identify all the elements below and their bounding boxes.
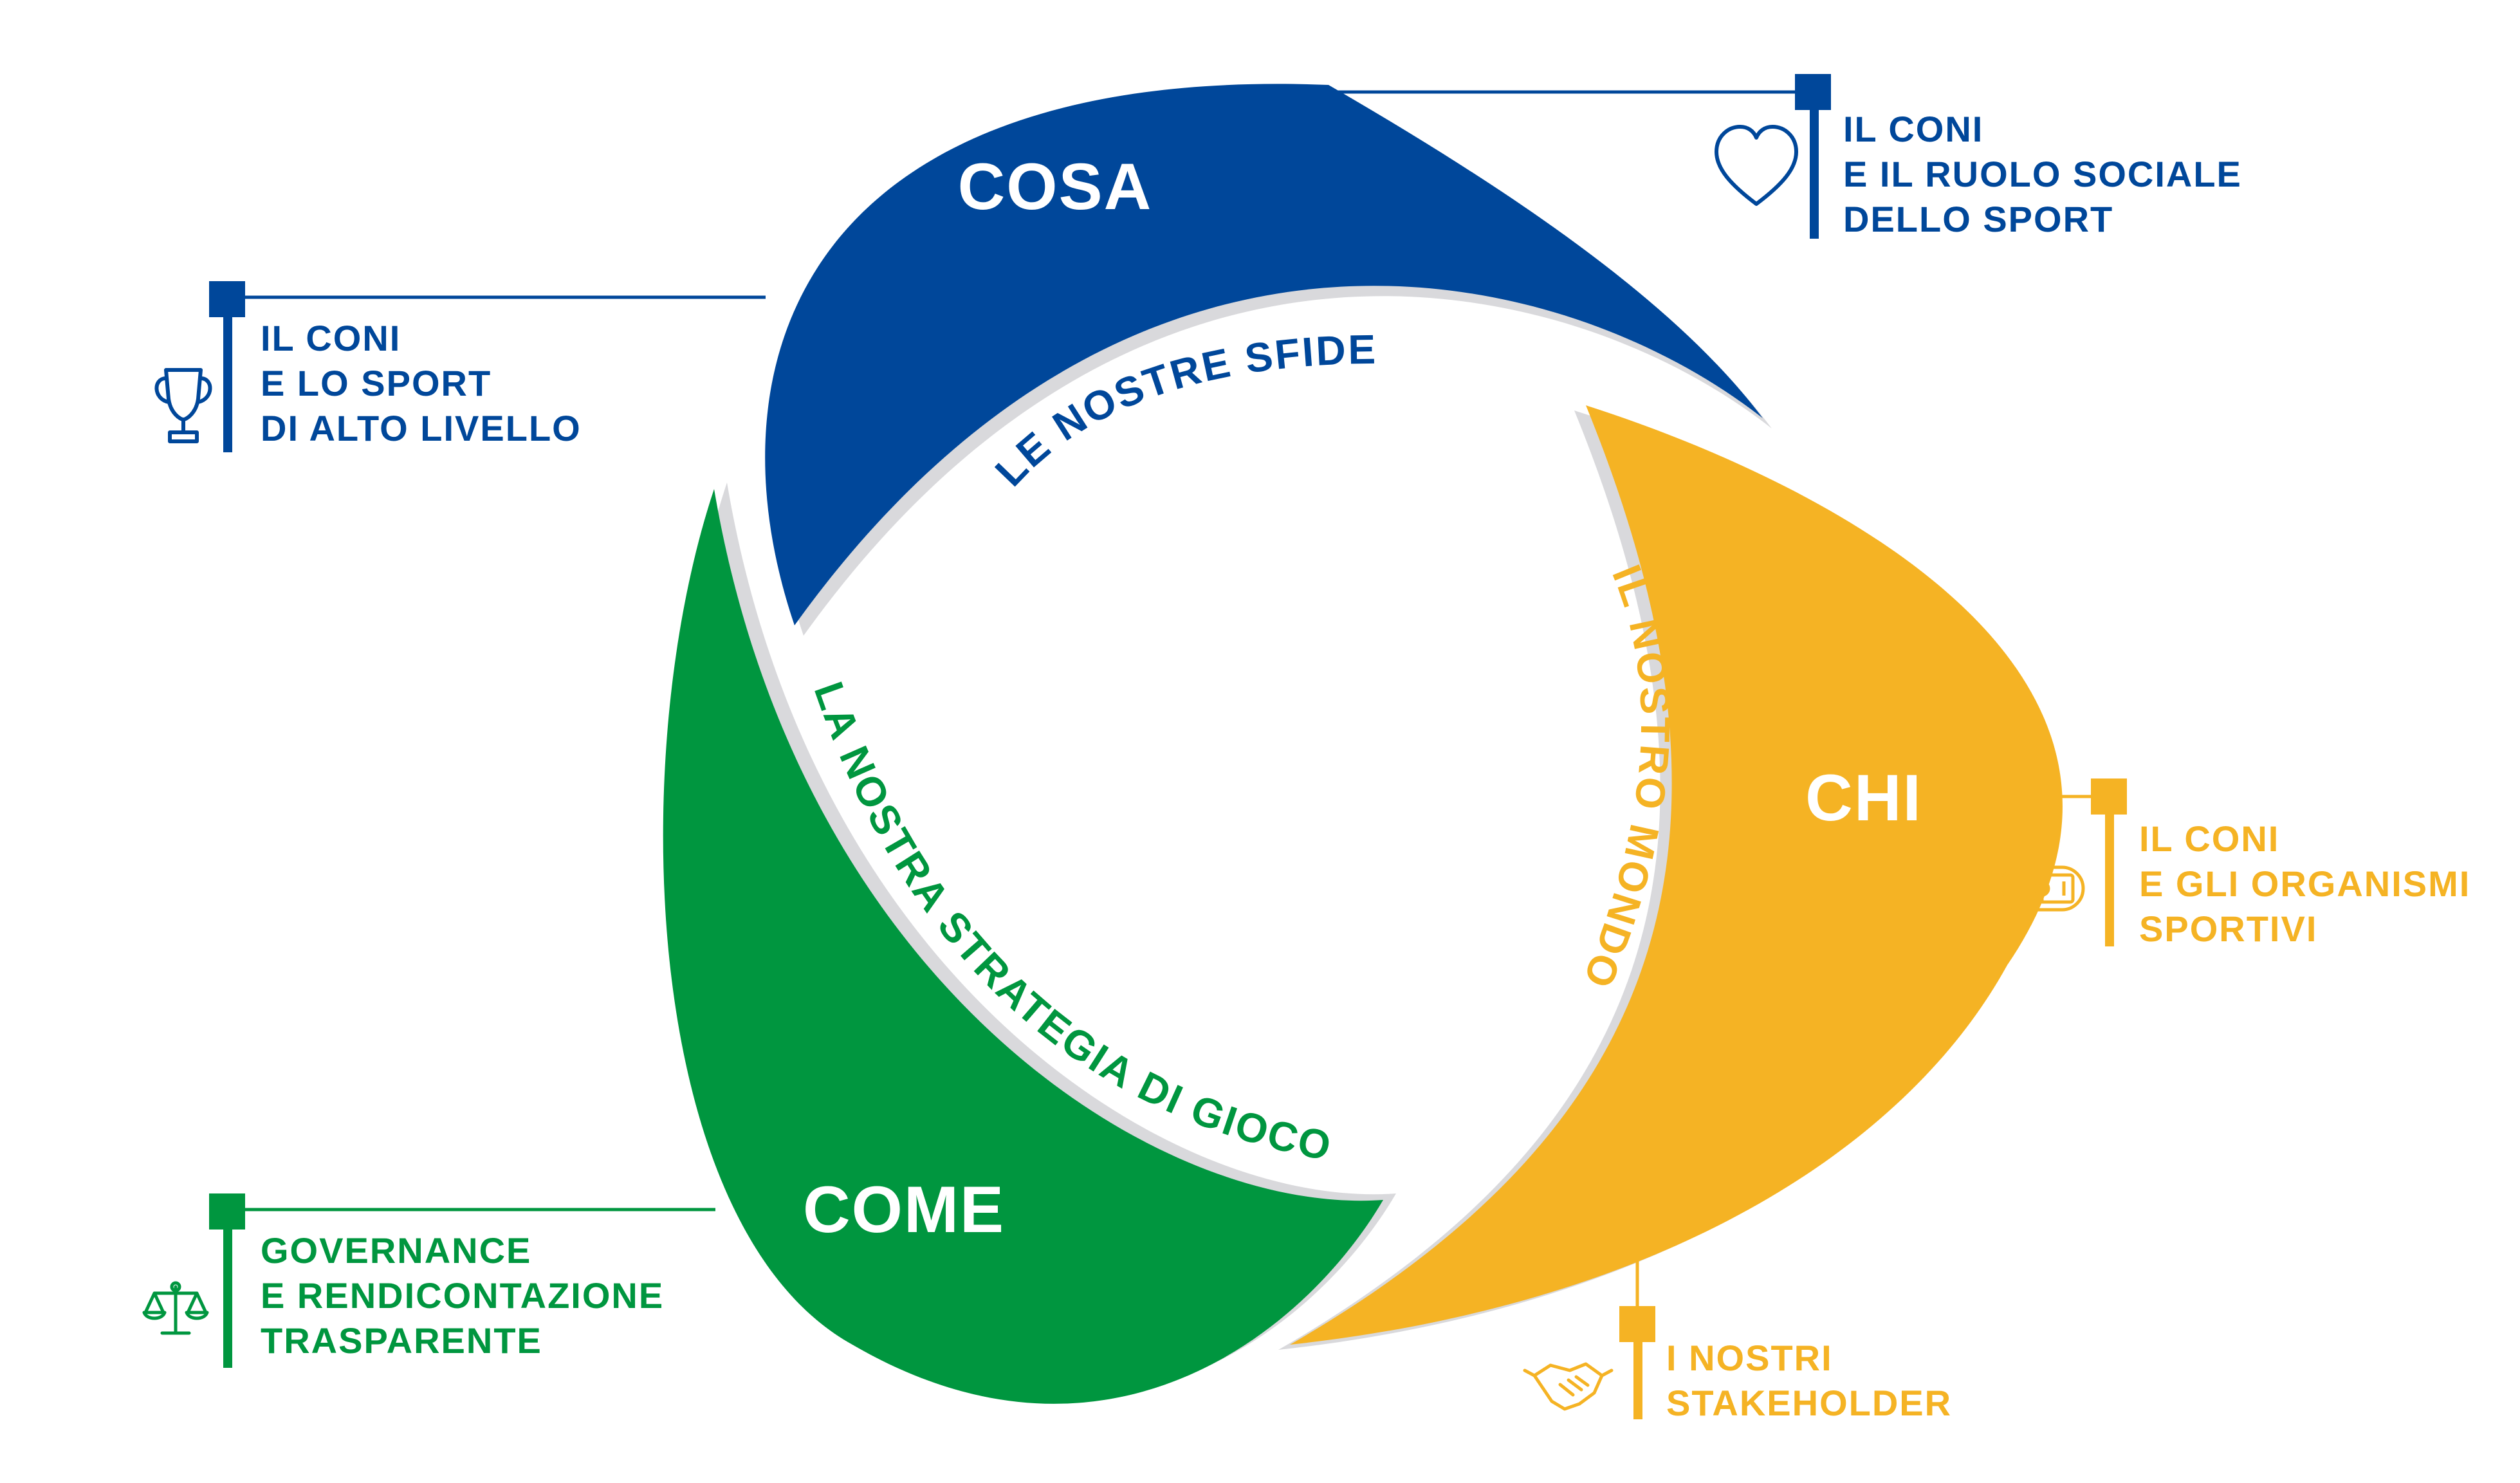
- alto-livello-text: IL CONI E LO SPORT DI ALTO LIVELLO: [261, 318, 582, 448]
- governance-text: GOVERNANCE E RENDICONTAZIONE TRASPARENTE: [261, 1230, 676, 1361]
- cosa-blade: [765, 84, 1763, 625]
- chi-blade: [1290, 405, 2063, 1345]
- cosa-label: COSA: [958, 150, 1153, 223]
- callout-governance: GOVERNANCE E RENDICONTAZIONE TRASPARENTE: [142, 1193, 715, 1368]
- callout-stakeholder: I NOSTRI STAKEHOLDER: [1523, 1197, 1952, 1423]
- handshake-icon: [1523, 1362, 1614, 1411]
- heart-icon: [1715, 125, 1798, 206]
- callout-alto-livello: IL CONI E LO SPORT DI ALTO LIVELLO: [154, 281, 766, 452]
- callout-organismi: IL CONI E GLI ORGANISMI SPORTIVI: [1999, 778, 2482, 949]
- sports-field-icon: [1999, 865, 2085, 912]
- organismi-text: IL CONI E GLI ORGANISMI SPORTIVI: [2139, 818, 2482, 949]
- ruolo-sociale-text: IL CONI E IL RUOLO SOCIALE DELLO SPORT: [1843, 109, 2253, 239]
- chi-label: CHI: [1805, 761, 1922, 834]
- scales-icon: [142, 1281, 209, 1335]
- stakeholder-text: I NOSTRI STAKEHOLDER: [1666, 1338, 1952, 1423]
- trophy-icon: [154, 368, 212, 443]
- come-blade: [663, 489, 1383, 1404]
- come-label: COME: [803, 1173, 1005, 1246]
- callout-ruolo-sociale: IL CONI E IL RUOLO SOCIALE DELLO SPORT: [1316, 74, 2253, 239]
